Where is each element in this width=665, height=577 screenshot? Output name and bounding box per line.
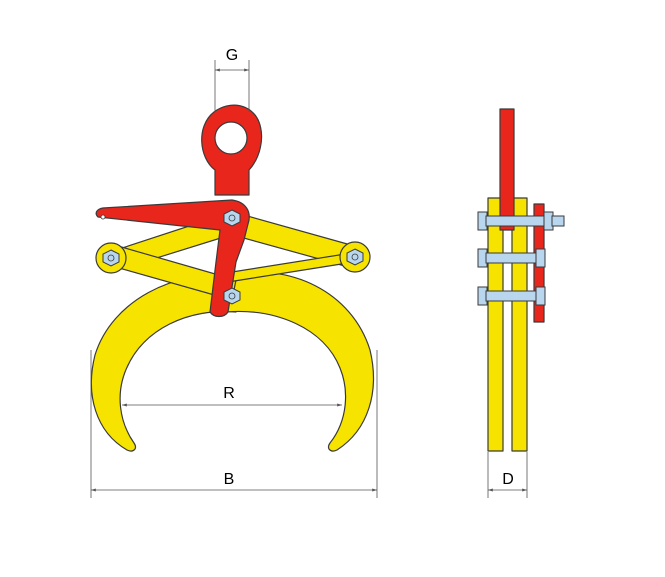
dimension-d: D	[487, 452, 528, 498]
lifting-eye-hole	[214, 121, 248, 155]
side-view	[477, 108, 565, 452]
dimension-r: R	[122, 385, 342, 407]
front-view	[90, 104, 374, 452]
side-plate-left	[487, 197, 504, 452]
side-bolt-middle	[477, 248, 546, 268]
nut-left	[102, 249, 120, 267]
dimension-g-label: G	[226, 47, 238, 64]
side-bolt-bottom	[477, 286, 546, 306]
dimension-d-label: D	[502, 471, 514, 488]
nut-right	[346, 248, 364, 266]
side-lifting-eye	[499, 108, 515, 231]
dimension-b-label: B	[224, 471, 235, 488]
left-jaw	[90, 273, 237, 452]
nut-mid-center	[223, 287, 241, 305]
dimension-b: B	[90, 350, 378, 498]
dimension-g: G	[214, 47, 250, 112]
side-plate-right	[511, 197, 528, 452]
right-jaw	[225, 271, 374, 452]
dimension-r-label: R	[223, 385, 235, 402]
lever-hole	[100, 214, 106, 220]
nut-top-center	[223, 209, 241, 227]
side-bolt-top	[477, 211, 565, 231]
